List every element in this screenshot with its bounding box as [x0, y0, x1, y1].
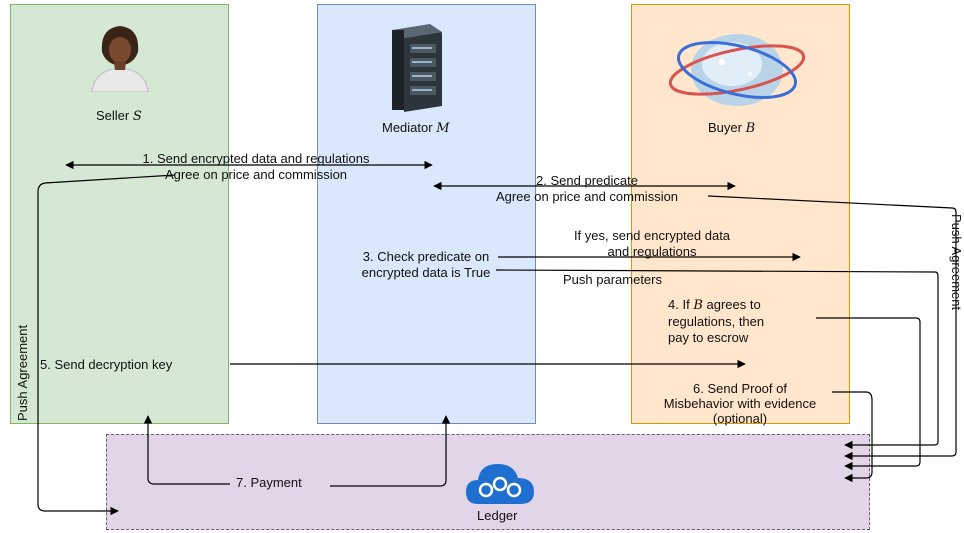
step1-label: 1. Send encrypted data and regulations A…	[142, 151, 370, 182]
push-agreement-right-label: Push Agreement	[949, 214, 964, 311]
step7-label: 7. Payment	[236, 475, 302, 490]
step2-label: 2. Send predicate Agree on price and com…	[495, 173, 679, 204]
step4-label: 4. If B agrees to regulations, then pay …	[668, 297, 765, 345]
arrow-push-agreement-left	[37, 174, 176, 516]
push-parameters-label: Push parameters	[563, 272, 662, 287]
arrow-step4	[816, 317, 921, 471]
arrow-push-parameters	[495, 269, 939, 450]
buyer-label: Buyer B	[708, 120, 756, 136]
step3-label: 3. Check predicate on encrypted data is …	[361, 249, 491, 280]
step5-label: 5. Send decryption key	[40, 357, 173, 372]
mediator-label: Mediator M	[382, 120, 450, 136]
seller-label: Seller S	[96, 108, 142, 124]
arrow-step7-seller	[143, 415, 230, 485]
arrow-push-agreement-right	[707, 195, 957, 457]
ledger-label: Ledger	[477, 508, 518, 523]
seller-avatar-icon	[91, 26, 149, 92]
buyer-globe-icon	[668, 34, 806, 106]
arrow-step7-mediator	[330, 415, 451, 487]
step6-label: 6. Send Proof of Misbehavior with eviden…	[663, 381, 817, 426]
if-yes-label: If yes, send encrypted data and regulati…	[573, 228, 731, 259]
mediator-server-icon	[392, 24, 442, 112]
push-agreement-left-label: Push Agreement	[15, 324, 30, 421]
ledger-cloud-icon	[466, 464, 534, 504]
arrow-step6	[832, 391, 873, 483]
